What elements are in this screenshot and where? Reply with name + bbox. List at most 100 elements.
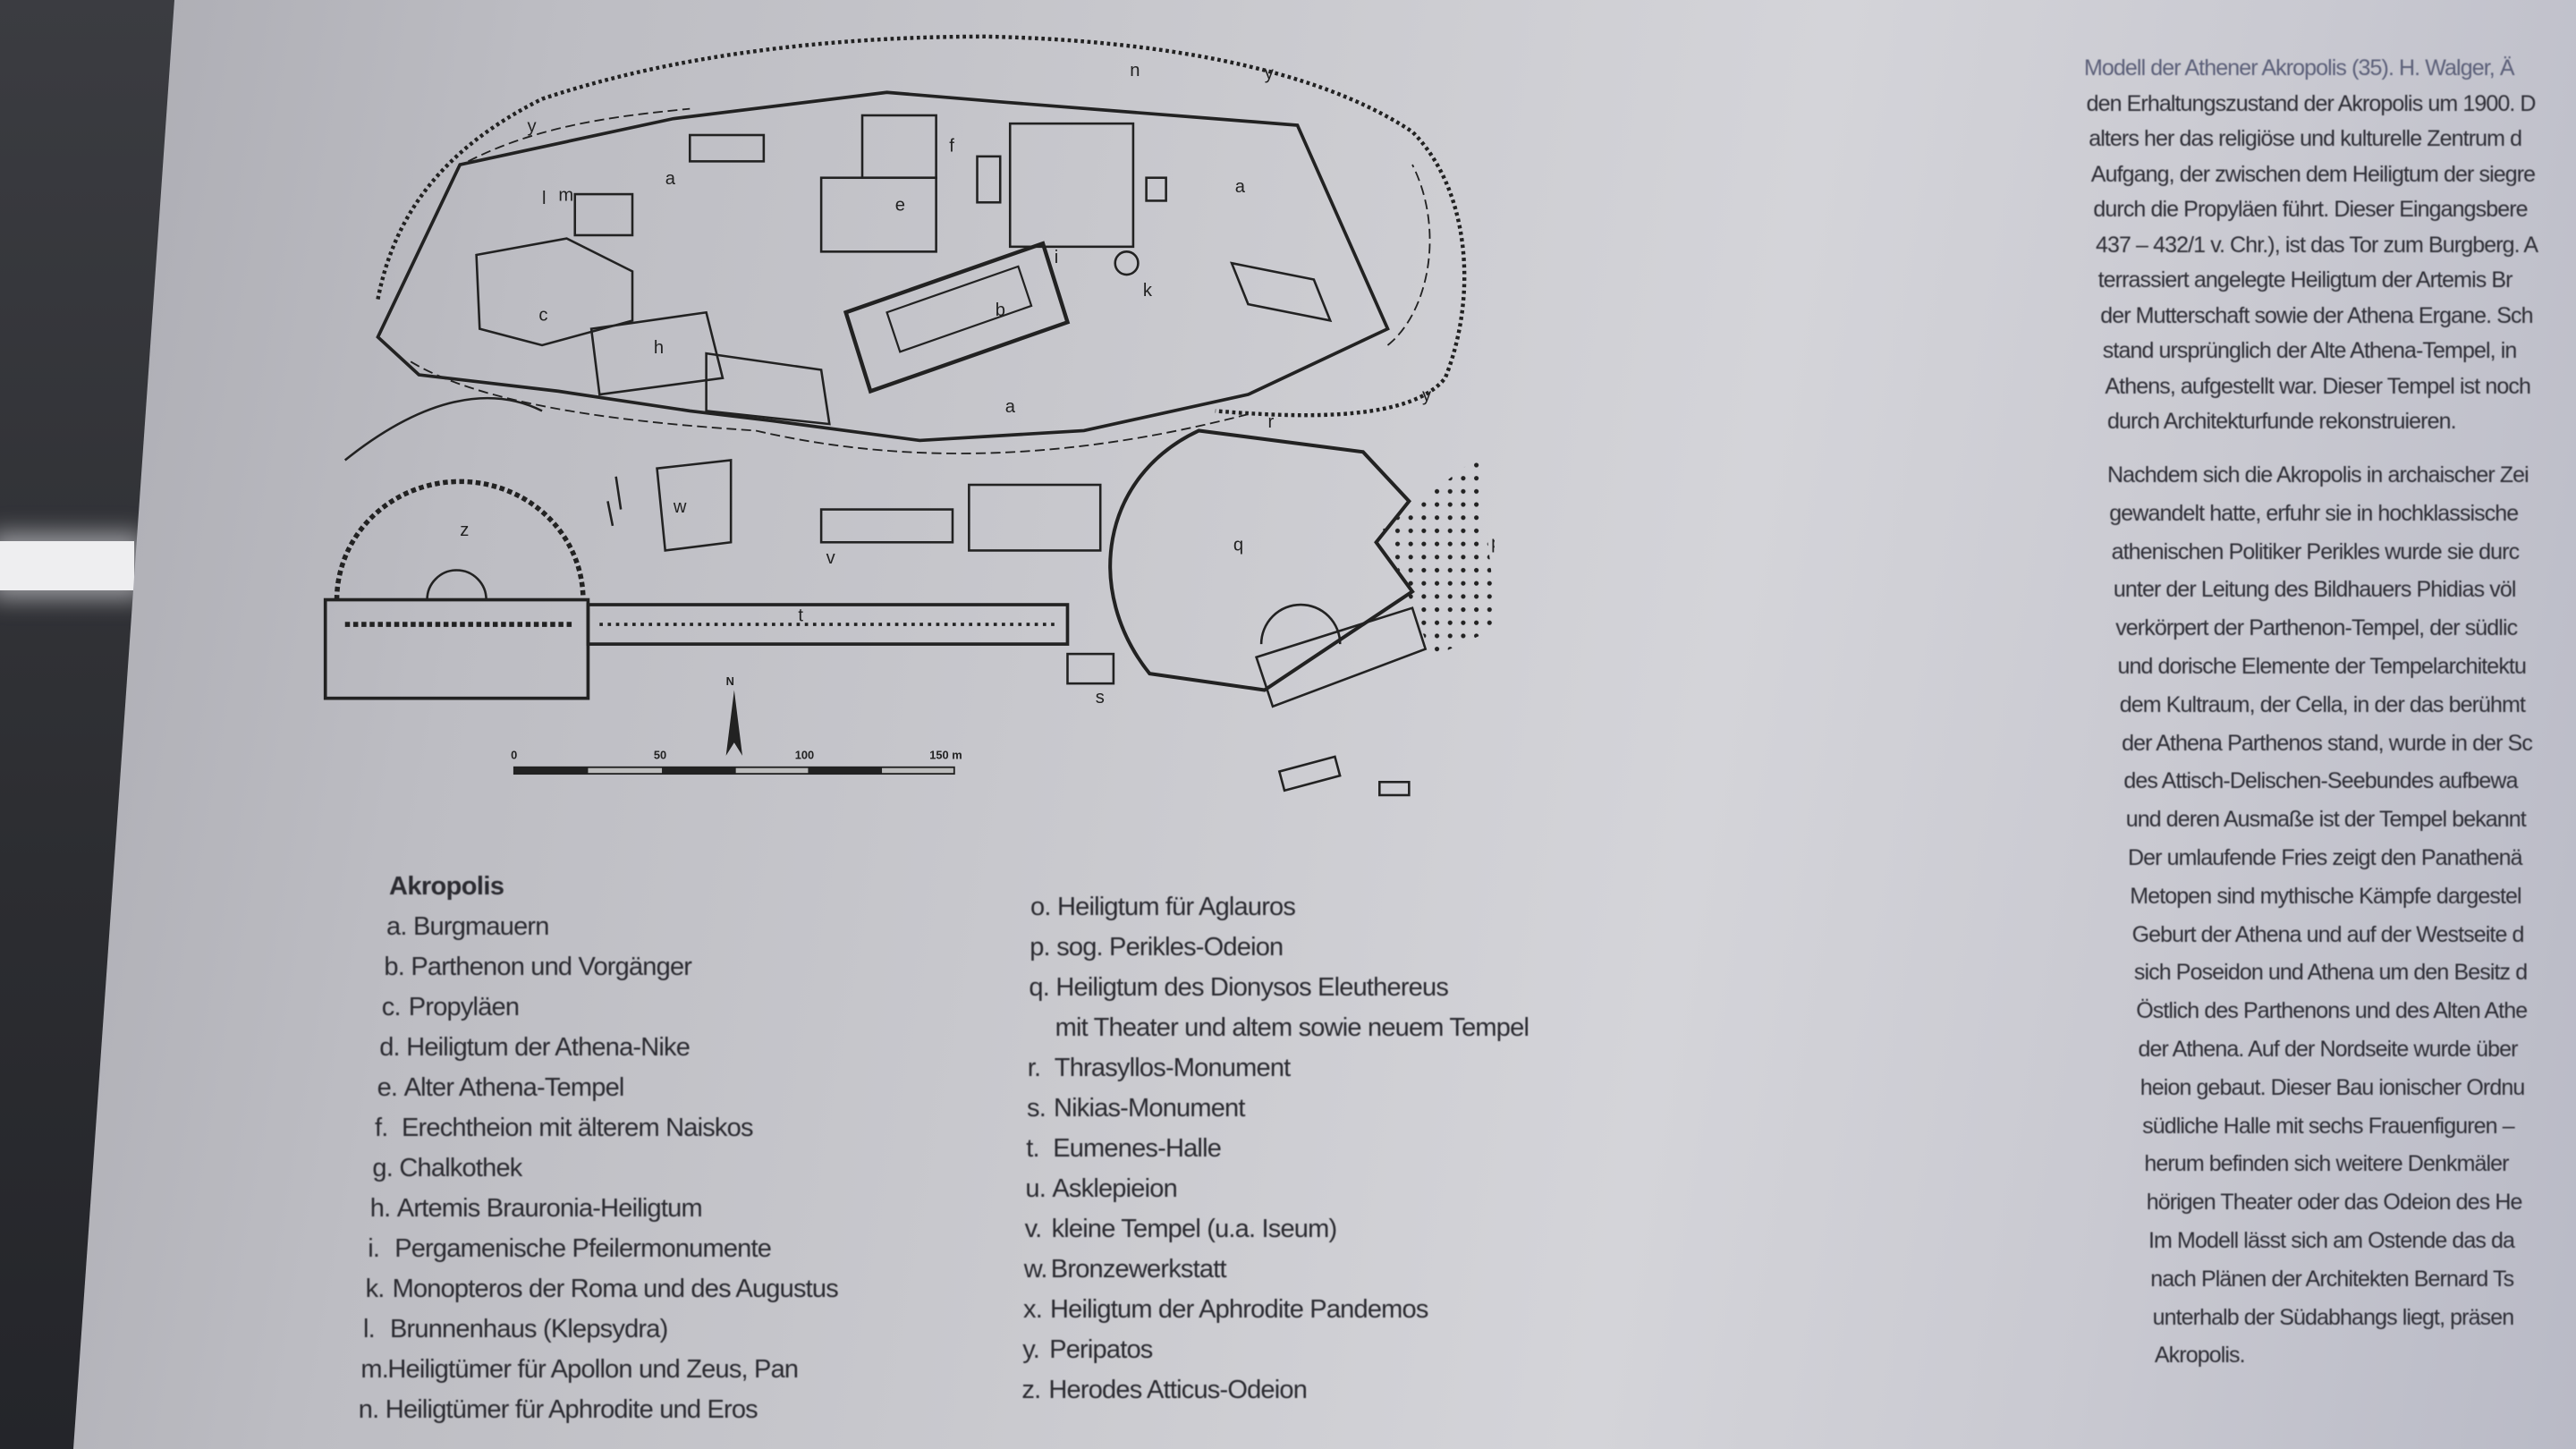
site-label: a (1235, 177, 1246, 197)
legend-text: sog. Perikles-Odeion (1056, 933, 1284, 962)
legend-text: Parthenon und Vorgänger (411, 953, 692, 981)
scale-label: 150 m (929, 749, 962, 762)
legend-text: Heiligtum für Aglauros (1057, 893, 1296, 921)
legend-item: n.Heiligtümer für Aphrodite und Eros (359, 1395, 758, 1425)
legend-text: Artemis Brauronia-Heiligtum (396, 1194, 703, 1223)
legend-text: Peripatos (1049, 1335, 1153, 1364)
legend-key: m. (360, 1355, 389, 1384)
site-label: y (1265, 64, 1275, 84)
legend-key: f. (375, 1114, 388, 1142)
ceiling-light (0, 541, 134, 590)
legend-text: Asklepieion (1052, 1174, 1177, 1203)
site-label: n (1130, 61, 1140, 80)
legend-key: d. (379, 1033, 400, 1062)
paragraph-line: nach Plänen der Architekten Bernard Ts (2150, 1266, 2514, 1292)
parthenon-cella (886, 265, 1033, 353)
propylaia (475, 237, 634, 347)
legend-text: Thrasyllos-Monument (1054, 1054, 1291, 1082)
north-label: N (726, 674, 734, 688)
legend-text: Burgmauern (413, 912, 549, 941)
paragraph-line: Aufgang, der zwischen dem Heiligtum der … (2090, 161, 2536, 187)
paragraph-line: gewandelt hatte, erfuhr sie in hochklass… (2109, 500, 2519, 526)
legend-key: k. (365, 1275, 386, 1303)
acropolis-site-plan: N 0 50 100 150 m aaabcefhiklmnpqrstvwyyy… (323, 34, 1495, 797)
paragraph-line: Athens, aufgestellt war. Dieser Tempel i… (2105, 373, 2530, 399)
theater-of-dionysos (1108, 428, 1415, 692)
site-label: k (1143, 281, 1153, 301)
legend-key: l. (363, 1315, 376, 1343)
legend-item: q.Heiligtum des Dionysos Eleuthereus (1029, 973, 1448, 1003)
site-label: a (1005, 397, 1016, 417)
peripatos-path (376, 34, 1467, 418)
paragraph-line: der Athena Parthenos stand, wurde in der… (2122, 730, 2533, 756)
site-label: z (460, 521, 469, 540)
site-label: p (1491, 534, 1495, 554)
legend-text: Chalkothek (399, 1154, 522, 1182)
legend-key: g. (372, 1154, 393, 1182)
site-label: q (1233, 535, 1243, 555)
legend-key: x. (1023, 1295, 1043, 1324)
legend-text: kleine Tempel (u.a. Iseum) (1051, 1215, 1338, 1243)
site-label: r (1267, 412, 1274, 432)
legend-item: c.Propyläen (382, 993, 520, 1022)
legend-text: Brunnenhaus (Klepsydra) (390, 1315, 668, 1343)
scale-label: 50 (654, 749, 666, 762)
legend-text: Propyläen (408, 993, 520, 1021)
paragraph-line: südliche Halle mit sechs Frauenfiguren – (2142, 1113, 2515, 1139)
legend-text: Herodes Atticus-Odeion (1048, 1376, 1308, 1404)
legend-key: o. (1030, 893, 1051, 921)
legend-key: h. (369, 1194, 391, 1223)
site-label: a (665, 169, 676, 189)
parthenon (843, 241, 1071, 394)
site-label: y (1422, 386, 1432, 405)
legend-item: k.Monopteros der Roma und des Augustus (365, 1275, 839, 1304)
legend-text: Nikias-Monument (1054, 1094, 1245, 1123)
legend-item: z.Herodes Atticus-Odeion (1021, 1376, 1307, 1405)
odeion-stage (323, 597, 590, 700)
legend-item: i.Pergamenische Pfeilermonumente (368, 1234, 772, 1264)
legend-text: Alter Athena-Tempel (403, 1073, 625, 1102)
site-label: h (654, 338, 664, 358)
scale-label: 0 (511, 749, 517, 762)
paragraph-line: den Erhaltungszustand der Akropolis um 1… (2086, 90, 2537, 116)
legend-key: i. (368, 1234, 380, 1263)
legend-text: mit Theater und altem sowie neuem Tempel (1055, 1013, 1530, 1042)
legend-text: Heiligtümer für Apollon und Zeus, Pan (387, 1355, 799, 1384)
legend-item: o.Heiligtum für Aglauros (1030, 893, 1296, 922)
legend-key: y. (1022, 1335, 1040, 1364)
legend-item: y. Peripatos (1022, 1335, 1153, 1365)
legend-text: Bronzewerkstatt (1050, 1255, 1227, 1284)
legend-key: e. (377, 1073, 398, 1102)
herodes-atticus-odeion (334, 479, 586, 600)
legend-key: s. (1027, 1094, 1046, 1123)
stoa-of-eumenes (586, 603, 1070, 646)
legend-item: x.Heiligtum der Aphrodite Pandemos (1023, 1295, 1428, 1325)
site-label: v (826, 548, 836, 568)
legend-item: s. Nikias-Monument (1027, 1094, 1245, 1123)
legend-text: Heiligtum der Aphrodite Pandemos (1050, 1295, 1428, 1324)
north-arrow: N (725, 674, 743, 756)
paragraph-line: durch die Propyläen führt. Dieser Eingan… (2093, 197, 2528, 222)
legend-key: p. (1030, 933, 1050, 962)
paragraph-line: durch Architekturfunde rekonstruieren. (2107, 409, 2457, 434)
legend-key: b. (384, 953, 404, 981)
acropolis-wall (376, 90, 1390, 443)
legend-item: h.Artemis Brauronia-Heiligtum (369, 1194, 703, 1224)
building-east-2 (1229, 261, 1333, 323)
legend-item: w.Bronzewerkstatt (1023, 1255, 1227, 1284)
legend-item: l. Brunnenhaus (Klepsydra) (363, 1315, 668, 1344)
legend-key: u. (1025, 1174, 1046, 1203)
paragraph-line: Nachdem sich die Akropolis in archaische… (2107, 462, 2529, 487)
legend-key: n. (358, 1395, 379, 1424)
legend-key: v. (1024, 1215, 1043, 1243)
legend-key: a. (386, 912, 407, 941)
legend-key: z. (1021, 1376, 1041, 1404)
legend-item: p.sog. Perikles-Odeion (1030, 933, 1284, 962)
legend-text: Heiligtum der Athena-Nike (406, 1033, 691, 1062)
rock-hatching (410, 107, 1431, 454)
artemis-brauronia (589, 310, 724, 396)
legend-key: w. (1023, 1255, 1048, 1284)
site-label: t (798, 606, 803, 625)
paragraph-line: alters her das religiöse und kulturelle … (2089, 126, 2522, 151)
paragraph-line: der Athena. Auf der Nordseite wurde über (2138, 1037, 2519, 1062)
